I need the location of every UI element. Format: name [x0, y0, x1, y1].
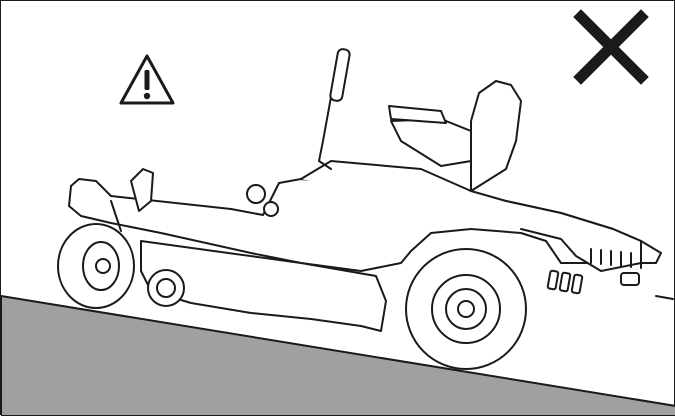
- ground-slope: [1, 294, 675, 416]
- mower-rear-body: [300, 160, 642, 272]
- front-caster-wheel: [57, 223, 135, 309]
- seat: [470, 80, 522, 192]
- mower: [57, 48, 674, 370]
- lever-grip: [329, 48, 351, 102]
- seat-base: [390, 118, 472, 167]
- rear-pipe: [655, 295, 674, 300]
- vent-slots: [546, 269, 640, 295]
- armrest: [388, 105, 447, 124]
- x-mark-icon: [573, 9, 649, 85]
- warning-triangle-icon: [119, 54, 175, 105]
- control-knob: [246, 184, 266, 204]
- caster-bracket: [130, 168, 154, 212]
- rear-wheel: [405, 248, 527, 370]
- front-grille: [590, 248, 642, 269]
